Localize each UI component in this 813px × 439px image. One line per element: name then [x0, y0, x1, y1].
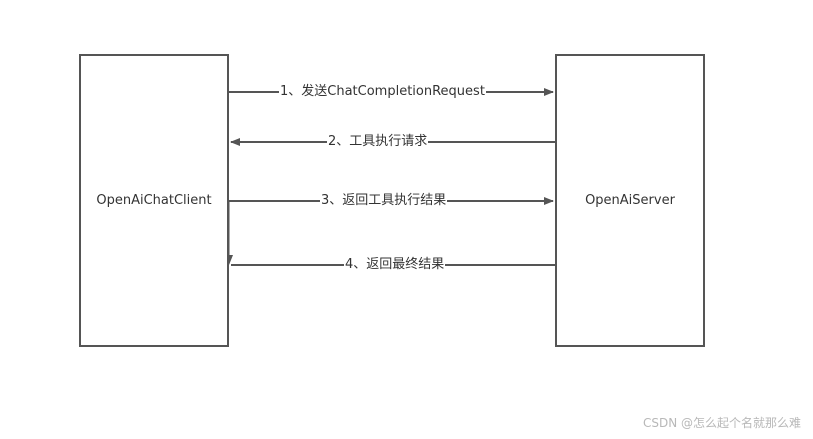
message-label-3: 3、返回工具执行结果 — [320, 193, 448, 209]
message-label-4: 4、返回最终结果 — [344, 257, 446, 273]
server-box: OpenAiServer — [555, 54, 705, 347]
server-label: OpenAiServer — [585, 193, 675, 208]
message-label-1: 1、发送ChatCompletionRequest — [279, 84, 486, 100]
client-box: OpenAiChatClient — [79, 54, 229, 347]
client-label: OpenAiChatClient — [96, 193, 212, 208]
watermark: CSDN @怎么起个名就那么难 — [642, 416, 801, 430]
message-label-2: 2、工具执行请求 — [327, 134, 429, 150]
